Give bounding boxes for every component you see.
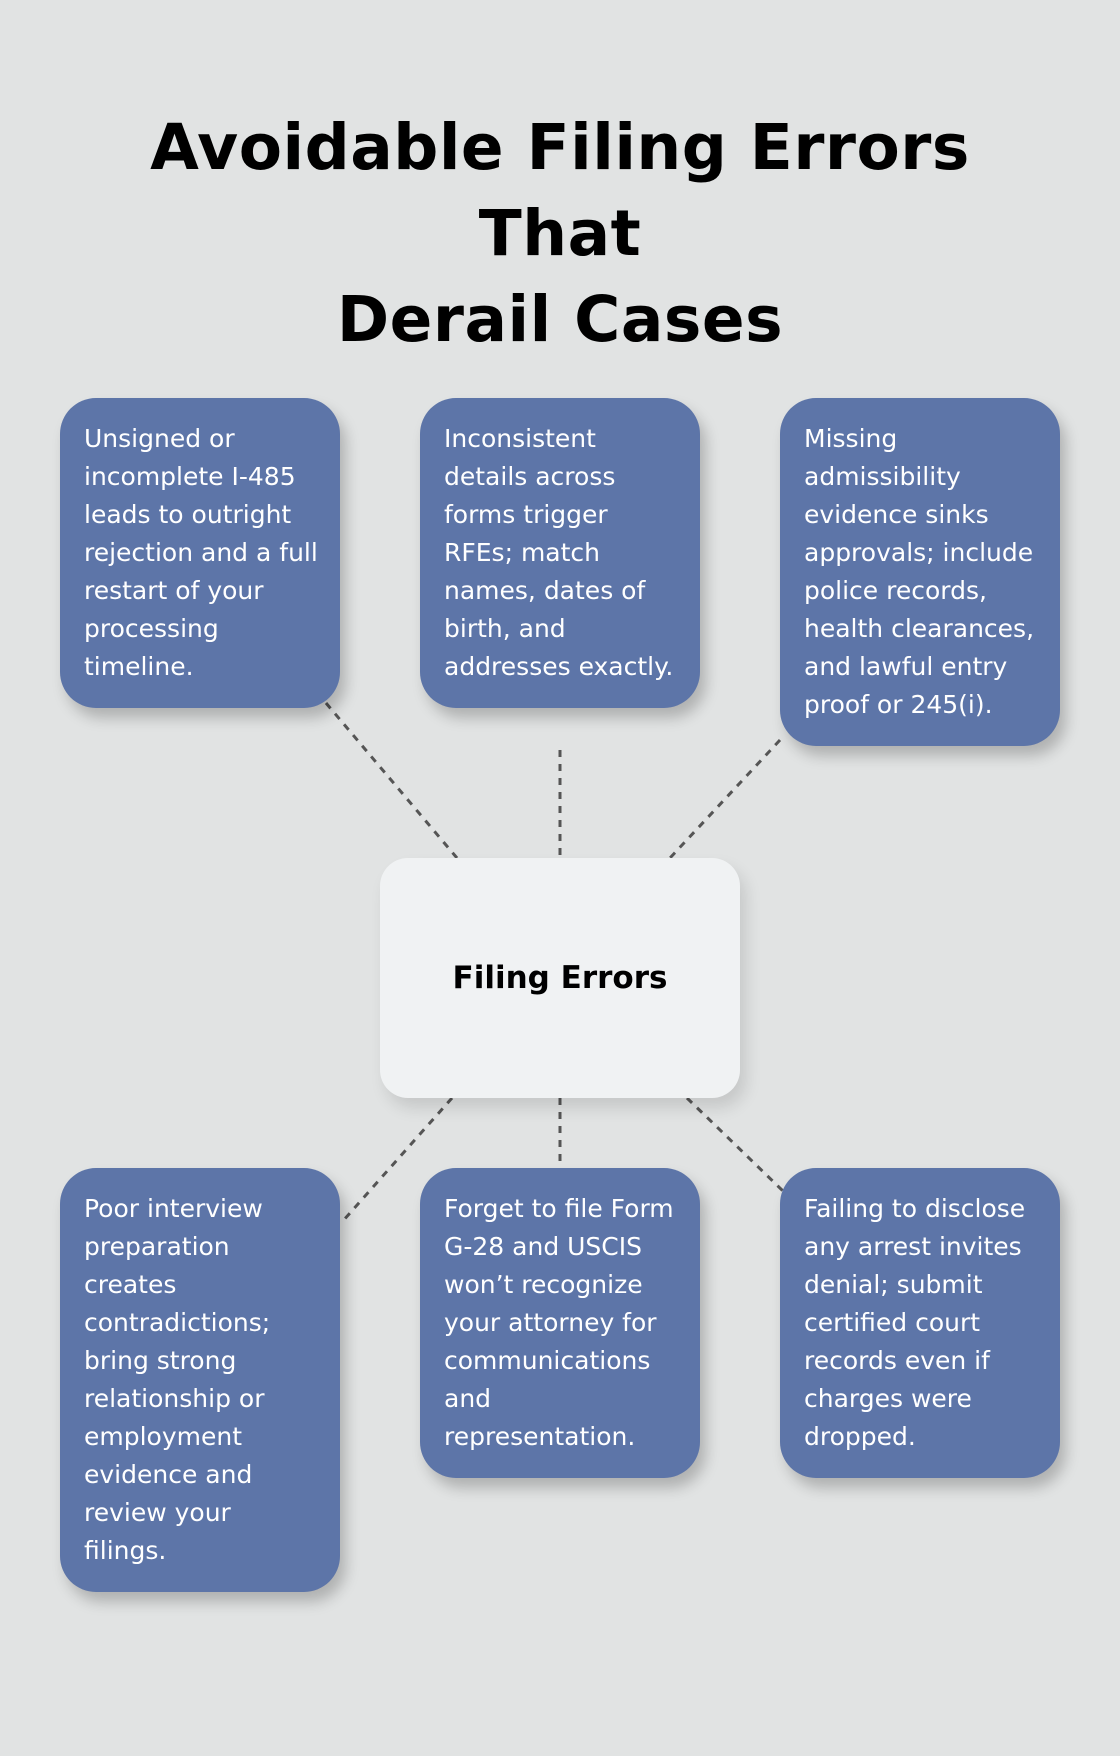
hub-label: Filing Errors	[452, 960, 668, 996]
error-card-inconsistent-details: Inconsistent details across forms trigge…	[420, 398, 700, 708]
error-card-text: Forget to file Form G-28 and USCIS won’t…	[444, 1194, 674, 1451]
connector-top-right	[668, 738, 782, 860]
error-card-text: Unsigned or incomplete I-485 leads to ou…	[84, 424, 318, 681]
title-line-2: Derail Cases	[336, 283, 784, 356]
error-card-text: Poor interview preparation creates contr…	[84, 1194, 271, 1565]
error-card-text: Inconsistent details across forms trigge…	[444, 424, 674, 681]
error-card-form-g28: Forget to file Form G-28 and USCIS won’t…	[420, 1168, 700, 1478]
error-card-arrest-disclosure: Failing to disclose any arrest invites d…	[780, 1168, 1060, 1478]
diagram-title: Avoidable Filing Errors That Derail Case…	[60, 105, 1060, 363]
error-card-text: Failing to disclose any arrest invites d…	[804, 1194, 1026, 1451]
central-hub: Filing Errors	[380, 858, 740, 1098]
error-card-admissibility-evidence: Missing admissibility evidence sinks app…	[780, 398, 1060, 746]
error-card-text: Missing admissibility evidence sinks app…	[804, 424, 1035, 719]
error-card-interview-preparation: Poor interview preparation creates contr…	[60, 1168, 340, 1592]
error-card-unsigned-i485: Unsigned or incomplete I-485 leads to ou…	[60, 398, 340, 708]
title-line-1: Avoidable Filing Errors That	[150, 111, 970, 270]
connector-top-left	[324, 702, 459, 859]
connector-bottom-right	[685, 1096, 785, 1193]
